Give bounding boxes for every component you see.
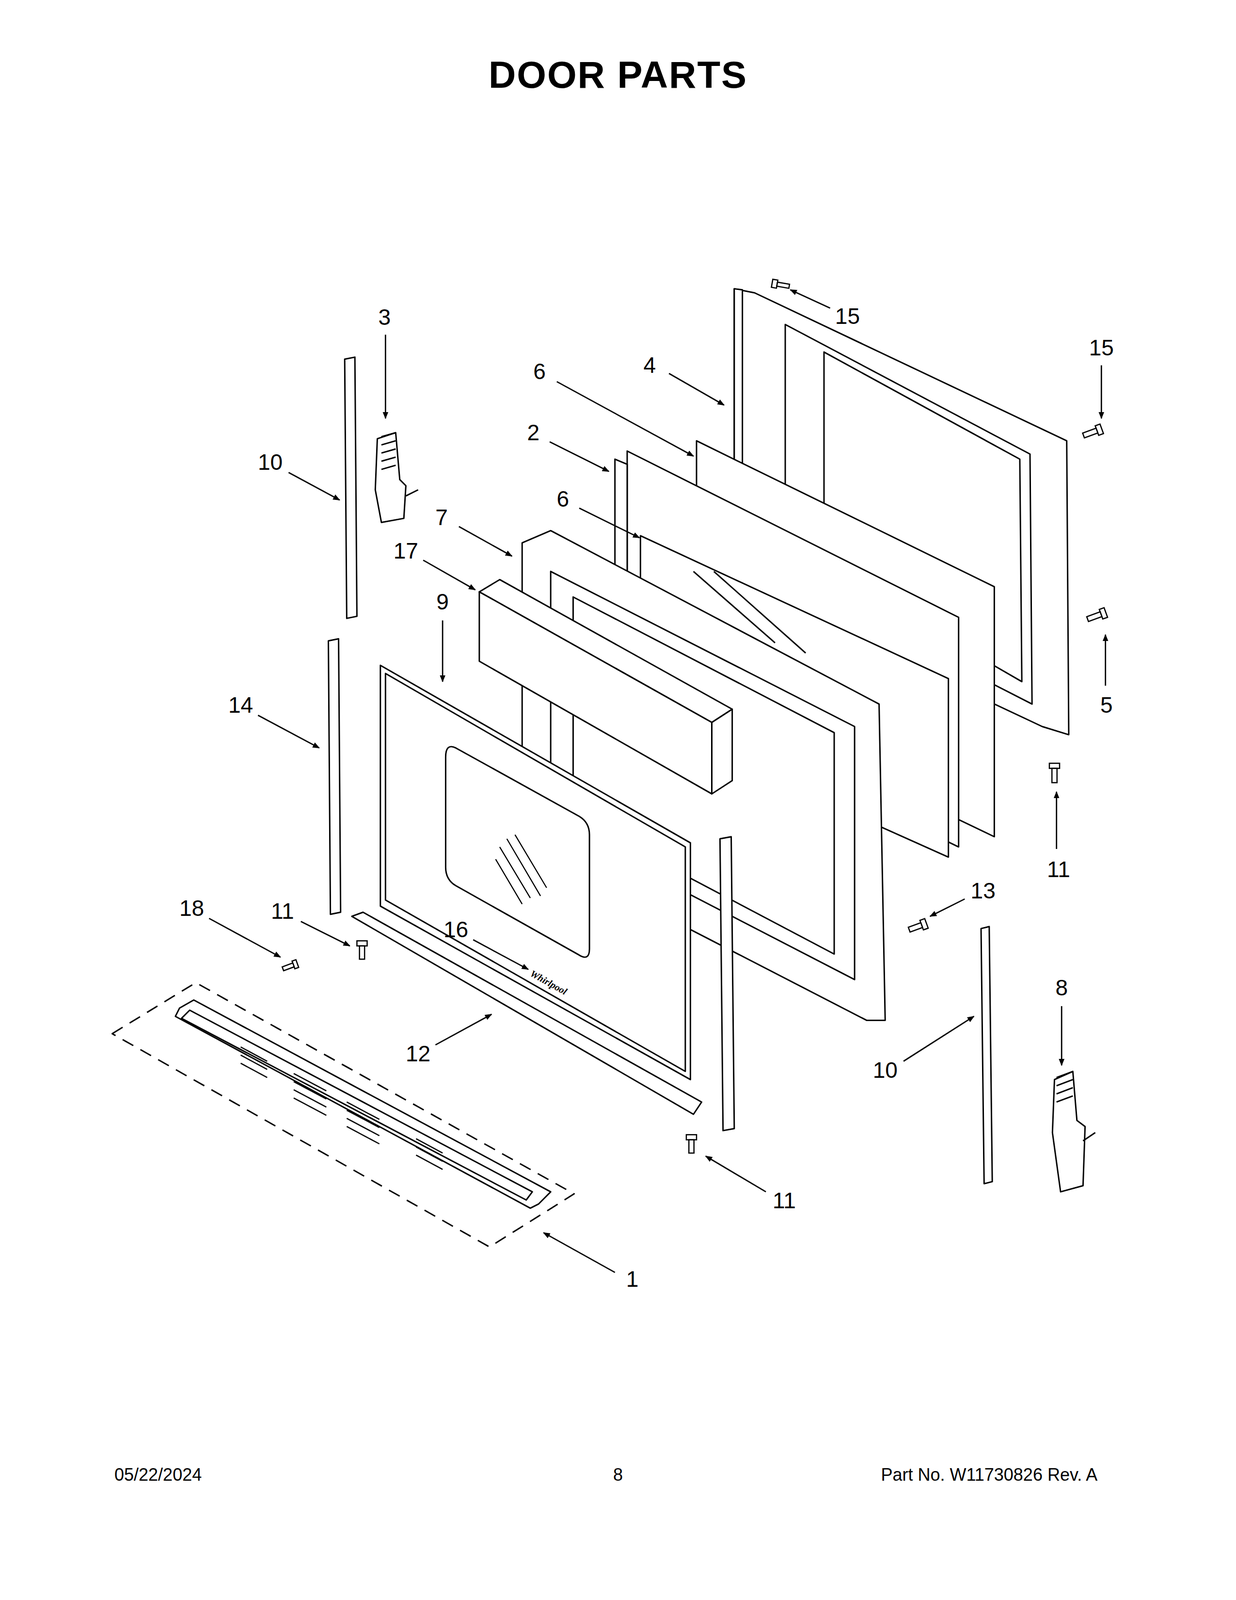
insulation-block-end <box>712 709 733 794</box>
hinge-spring <box>381 432 419 496</box>
glass-strip <box>615 459 628 572</box>
callout-number: 7 <box>435 506 448 529</box>
callout-number: 11 <box>1046 857 1071 881</box>
group-outline <box>111 982 574 1247</box>
vent-slots <box>240 1046 444 1170</box>
callout-number: 11 <box>270 899 295 922</box>
part-number: Part No. W11730826 Rev. A <box>880 1465 1098 1484</box>
callout-number: 5 <box>1100 693 1113 716</box>
vent-trim <box>175 999 551 1208</box>
callout-number: 6 <box>533 360 546 383</box>
side-channel <box>981 926 993 1184</box>
side-channel <box>344 357 357 619</box>
hinge-spring <box>1056 1071 1096 1141</box>
callout-number: 17 <box>393 539 419 562</box>
callout-number: 16 <box>443 918 469 941</box>
callout-number: 13 <box>970 879 996 902</box>
callout-number: 4 <box>643 353 656 377</box>
footer-date: 05/22/2024 <box>114 1465 202 1484</box>
callout-number: 1 <box>626 1267 639 1290</box>
callout-number: 10 <box>257 450 283 474</box>
window-hatch <box>495 834 547 904</box>
vent-trim-face <box>181 1010 533 1200</box>
screws <box>281 279 1108 1153</box>
callout-number: 18 <box>179 896 205 920</box>
callout-number: 6 <box>556 487 570 510</box>
callout-number: 3 <box>378 305 391 329</box>
side-trim <box>328 638 341 914</box>
leader-lines <box>208 289 1106 1273</box>
callout-number: 2 <box>527 421 540 444</box>
bottom-channel <box>351 912 702 1115</box>
callout-number: 10 <box>872 1058 898 1081</box>
door-hinge <box>375 432 406 523</box>
callout-number: 15 <box>1089 336 1114 359</box>
callout-number: 11 <box>772 1188 796 1212</box>
callout-number: 8 <box>1055 976 1068 999</box>
callout-number: 9 <box>436 590 449 613</box>
page-title: DOOR PARTS <box>488 55 748 94</box>
callout-number: 14 <box>228 693 254 716</box>
side-trim <box>719 836 734 1131</box>
page-number: 8 <box>613 1465 623 1484</box>
callout-number: 15 <box>835 304 860 328</box>
callout-number: 12 <box>405 1042 431 1065</box>
